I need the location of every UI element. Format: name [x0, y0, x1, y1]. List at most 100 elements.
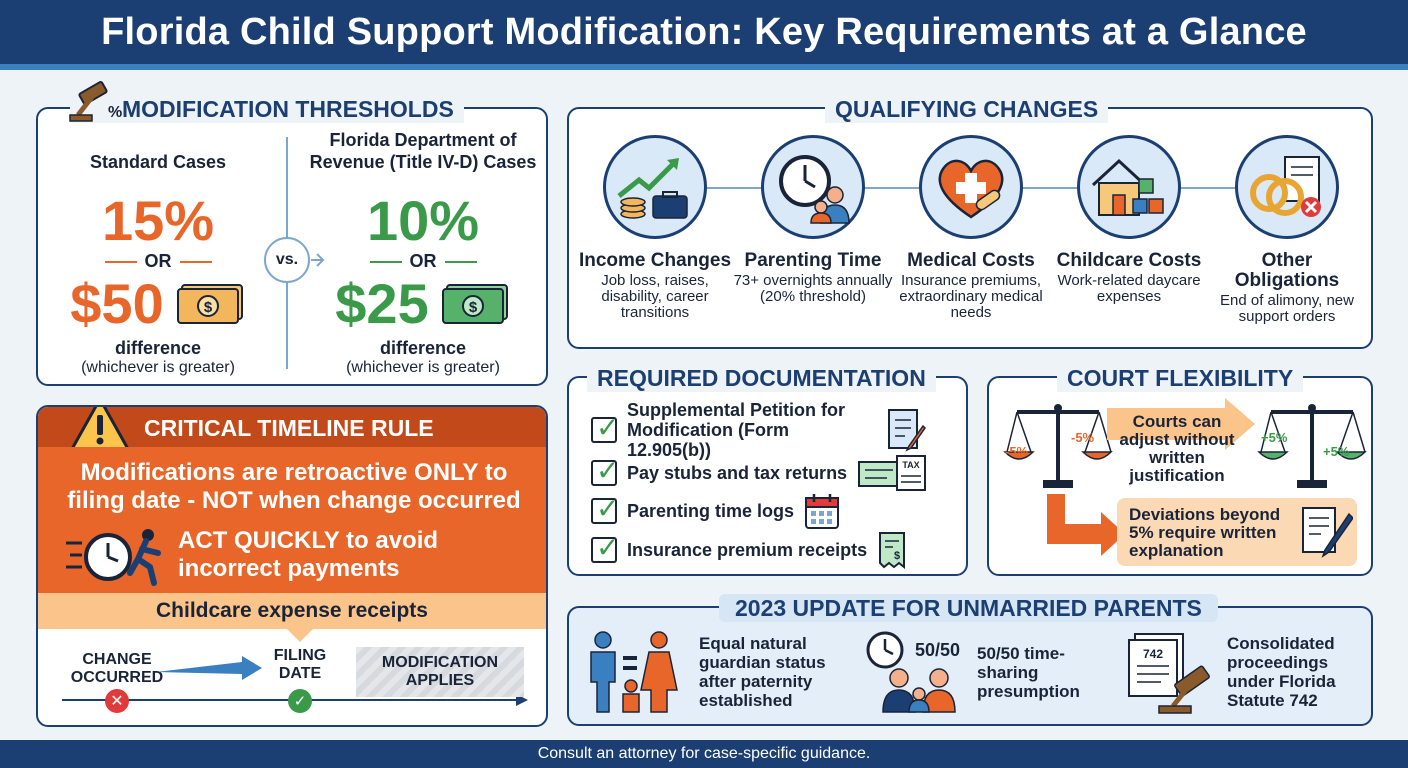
critical-title: CRITICAL TIMELINE RULE [144, 415, 434, 441]
doc-item-label: Insurance premium receipts [627, 539, 868, 560]
modification-applies-label: MODIFICATION APPLIES [381, 654, 499, 689]
dash-left [104, 260, 137, 263]
qc-circle [761, 135, 865, 239]
scale-right-plus-2: +5% [1323, 444, 1350, 459]
equal-parents-icon [590, 631, 678, 713]
qc-circle [603, 135, 707, 239]
update-panel: 2023 UPDATE FOR UNMARRIED PARENTS Equal … [567, 594, 1373, 726]
doc-item-petition: ✓ Supplemental Petition for Modification… [591, 400, 927, 460]
title-ivd-or: OR [409, 251, 437, 271]
doc-item-label: Parenting time logs [627, 500, 795, 521]
deviation-text: Deviations beyond 5% require written exp… [1129, 505, 1281, 560]
modification-applies-box: MODIFICATION APPLIES [356, 647, 524, 697]
parenting-time-icon [779, 155, 850, 224]
qc-circle [919, 135, 1023, 239]
change-x-icon: ✕ [105, 689, 129, 713]
tax-label: TAX [902, 460, 919, 470]
qualifying-item-desc: 73+ overnights annually (20% threshold) [733, 272, 893, 305]
gavel-percent-icon: % [69, 81, 122, 122]
qualifying-item-parenting: Parenting Time 73+ overnights annually (… [733, 135, 893, 305]
deviation-arrow-icon [1047, 494, 1125, 556]
title-ivd-head: Florida Department of Revenue (Title IV-… [309, 130, 537, 172]
qualifying-item-desc: Work-related daycare expenses [1057, 272, 1201, 305]
doc-item-paystubs: ✓ Pay stubs and tax returns TAX [591, 454, 929, 492]
money-icon: $ [441, 284, 508, 324]
standard-cases-head: Standard Cases [89, 152, 227, 172]
scale-right-plus-1: +5% [1261, 430, 1288, 445]
title-ivd-column: Florida Department of Revenue (Title IV-… [296, 129, 550, 378]
calendar-icon [805, 494, 840, 529]
statute-gavel-icon: 742 [1128, 633, 1210, 714]
qualifying-item-title: Childcare Costs [1056, 250, 1202, 271]
qualifying-item-desc: End of alimony, new support orders [1220, 292, 1354, 325]
petition-form-icon [888, 409, 926, 452]
thresholds-panel: % MODIFICATION THRESHOLDS Standard Cases… [36, 81, 550, 386]
qc-circle [1077, 135, 1181, 239]
critical-rule-text: Modifications are retroactive ONLY to fi… [67, 459, 521, 514]
medical-icon [938, 159, 1004, 219]
qualifying-item-title: Other Obligations [1234, 250, 1340, 291]
svg-text:$: $ [204, 299, 213, 316]
qc-circle [1235, 135, 1339, 239]
documentation-panel: REQUIRED DOCUMENTATION ✓ Supplemental Pe… [567, 364, 968, 576]
qualifying-title: QUALIFYING CHANGES [825, 95, 1109, 123]
thresholds-title: MODIFICATION THRESHOLDS [122, 96, 454, 122]
receipt-icon: $ [879, 532, 906, 569]
scale-left-minus-2: -5% [1071, 430, 1095, 445]
qualifying-changes-panel: QUALIFYING CHANGES Income Changes Job lo… [567, 95, 1373, 349]
qualifying-item-desc: Job loss, raises, disability, career tra… [601, 272, 709, 321]
childcare-icon [1091, 158, 1164, 216]
band-pointer [286, 628, 314, 642]
flexibility-title: COURT FLEXIBILITY [1057, 364, 1304, 392]
money-icon: $ [176, 284, 243, 324]
scale-plus-icon [1257, 404, 1367, 488]
adjust-text: Courts can adjust without written justif… [1119, 412, 1235, 485]
qualifying-item-title: Income Changes [578, 250, 732, 271]
thresholds-title-wrap: % MODIFICATION THRESHOLDS [69, 81, 464, 123]
standard-amount: $50 [70, 272, 164, 335]
critical-timeline-panel: CRITICAL TIMELINE RULE Modifications are… [36, 405, 548, 727]
doc-item-label: Pay stubs and tax returns [627, 462, 848, 483]
timeline-axis-arrow [516, 694, 528, 706]
title-ivd-percent: 10% [366, 189, 480, 252]
qualifying-item-other: Other Obligations End of alimony, new su… [1207, 135, 1367, 325]
svg-text:$: $ [894, 550, 900, 562]
standard-or: OR [144, 251, 172, 271]
page-title: Florida Child Support Modification: Key … [101, 10, 1307, 53]
childcare-receipts-label: Childcare expense receipts [156, 599, 428, 622]
dash-right [179, 260, 212, 263]
rings-icon [1250, 156, 1321, 217]
change-occurred-label: CHANGE OCCURRED [70, 651, 164, 686]
check-icon: ✓ [591, 455, 619, 486]
clock-family-icon [866, 631, 956, 713]
vs-arrow-icon [311, 253, 325, 267]
warning-icon [70, 407, 130, 451]
standard-or-row: OR [38, 251, 278, 272]
standard-percent: 15% [101, 189, 215, 252]
running-clock-icon [66, 529, 161, 586]
standard-difference: difference [114, 338, 202, 358]
qualifying-item-medical: Medical Costs Insurance premiums, extrao… [891, 135, 1051, 321]
tax-return-icon: TAX [858, 455, 927, 491]
header-banner: Florida Child Support Modification: Key … [0, 0, 1408, 70]
doc-item-insurance: ✓ Insurance premium receipts $ [591, 531, 907, 569]
doc-item-label: Supplemental Petition for Modification (… [627, 400, 846, 460]
svg-text:%: % [108, 104, 122, 121]
timeline-arrow-icon [156, 656, 262, 680]
vs-badge: vs. [264, 237, 310, 283]
scale-minus-icon [1003, 404, 1113, 488]
title-ivd-note: (whichever is greater) [346, 359, 500, 376]
title-ivd-amount-row: $25 $ [296, 274, 550, 334]
doc-item-logs: ✓ Parenting time logs [591, 492, 840, 530]
standard-note: (whichever is greater) [81, 359, 235, 376]
title-ivd-amount: $25 [335, 272, 429, 335]
document-pen-icon [1302, 507, 1353, 558]
clock-label: 50/50 [915, 640, 961, 660]
footer-text: Consult an attorney for case-specific gu… [537, 745, 871, 762]
update-title-wrap: 2023 UPDATE FOR UNMARRIED PARENTS [719, 594, 1218, 622]
documentation-title: REQUIRED DOCUMENTATION [587, 364, 936, 392]
filing-check-icon: ✓ [288, 689, 312, 713]
check-icon: ✓ [591, 412, 619, 443]
filing-date-label: FILING DATE [273, 647, 327, 682]
svg-text:$: $ [469, 299, 478, 316]
